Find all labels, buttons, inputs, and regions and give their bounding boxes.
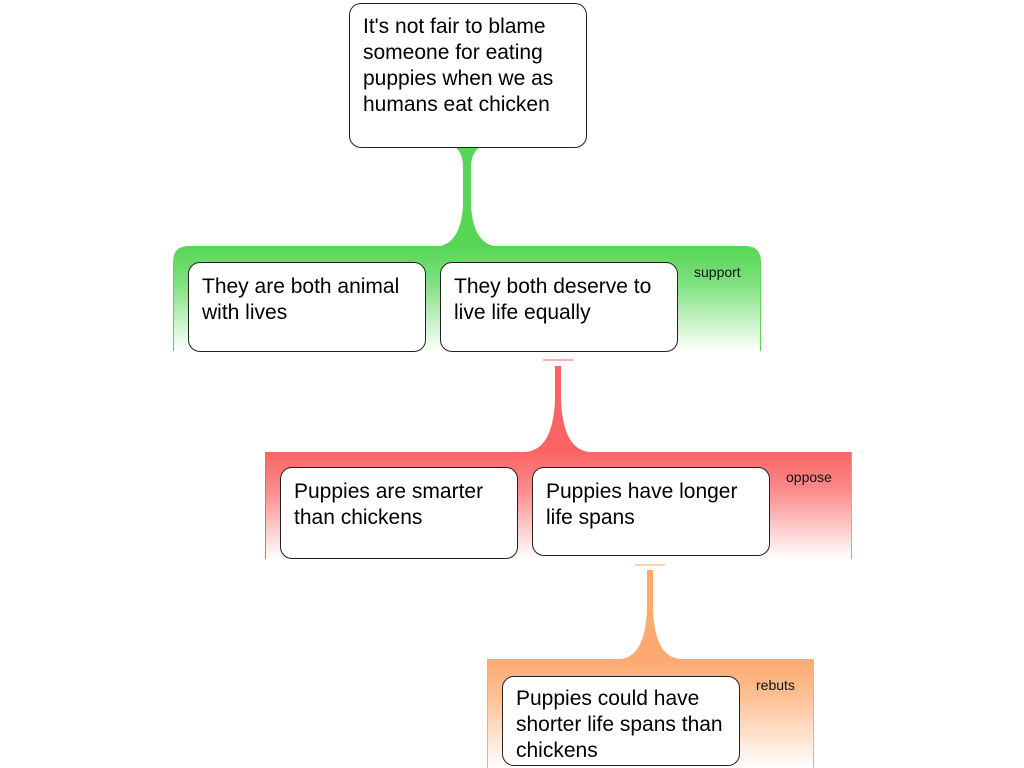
support-claim-box[interactable]: They both deserve to live life equally xyxy=(440,262,678,352)
oppose-group-label: oppose xyxy=(786,469,832,485)
oppose-claim-text: Puppies are smarter than chickens xyxy=(294,480,484,529)
root-claim-text: It's not fair to blame someone for eatin… xyxy=(363,15,554,116)
rebuts-claim-box[interactable]: Puppies could have shorter life spans th… xyxy=(502,676,740,766)
root-claim-box[interactable]: It's not fair to blame someone for eatin… xyxy=(349,3,587,148)
oppose-claim-box[interactable]: Puppies have longer life spans xyxy=(532,467,770,556)
rebuts-target-marker xyxy=(635,564,665,566)
oppose-claim-text: Puppies have longer life spans xyxy=(546,480,738,529)
support-group-label: support xyxy=(694,264,741,280)
support-claim-box[interactable]: They are both animal with lives xyxy=(188,262,426,352)
support-claim-text: They are both animal with lives xyxy=(202,275,400,324)
oppose-target-marker xyxy=(543,359,573,361)
rebuts-group-label: rebuts xyxy=(756,677,795,693)
support-claim-text: They both deserve to live life equally xyxy=(454,275,652,324)
rebuts-claim-text: Puppies could have shorter life spans th… xyxy=(516,687,723,762)
support-connector xyxy=(434,147,500,247)
rebuts-connector xyxy=(620,570,680,659)
oppose-claim-box[interactable]: Puppies are smarter than chickens xyxy=(280,467,518,559)
oppose-connector xyxy=(525,366,590,452)
